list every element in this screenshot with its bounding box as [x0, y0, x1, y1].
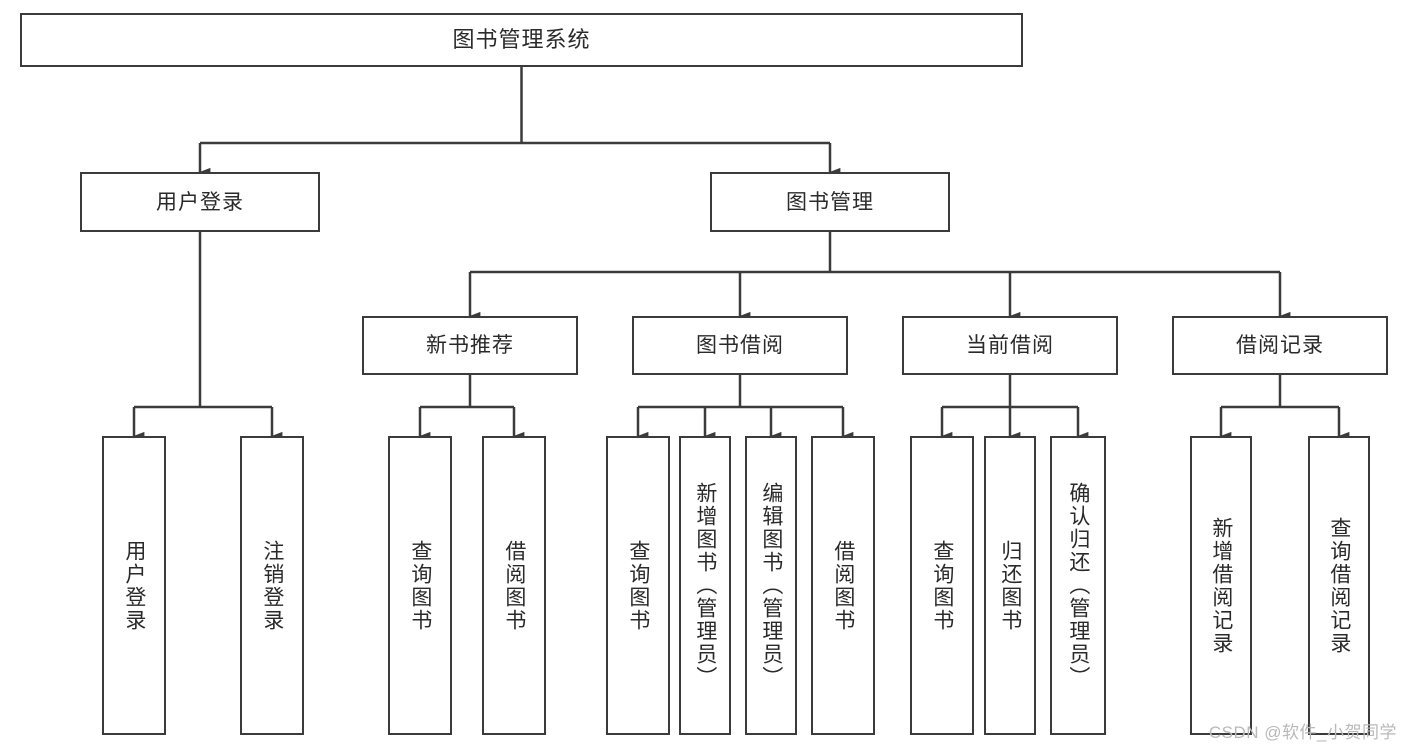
node-label: 归还图书	[998, 539, 1022, 632]
leaf-query-book-current[interactable]: 查询图书	[910, 436, 974, 735]
node-book-management[interactable]: 图书管理	[710, 172, 950, 232]
leaf-add-borrow-record[interactable]: 新增借阅记录	[1190, 436, 1252, 735]
node-label: 图书管理系统	[452, 27, 591, 52]
leaf-add-book-admin[interactable]: 新增图书（管理员）	[679, 436, 731, 735]
node-root[interactable]: 图书管理系统	[20, 13, 1023, 67]
node-label: 图书借阅	[696, 334, 784, 357]
node-user-login[interactable]: 用户登录	[80, 172, 320, 232]
node-label: 确认归还（管理员）	[1066, 482, 1090, 689]
leaf-user-login[interactable]: 用户登录	[102, 436, 166, 735]
leaf-return-book[interactable]: 归还图书	[984, 436, 1036, 735]
leaf-borrow-book[interactable]: 借阅图书	[811, 436, 875, 735]
node-label: 查询借阅记录	[1327, 516, 1351, 655]
leaf-borrow-book-recommend[interactable]: 借阅图书	[482, 436, 546, 735]
node-label: 查询图书	[930, 539, 954, 632]
node-label: 编辑图书（管理员）	[759, 482, 783, 689]
leaf-user-logout[interactable]: 注销登录	[240, 436, 304, 735]
node-label: 新增借阅记录	[1209, 516, 1233, 655]
node-label: 借阅记录	[1236, 334, 1324, 357]
node-label: 图书管理	[786, 190, 874, 214]
leaf-query-book[interactable]: 查询图书	[606, 436, 670, 735]
node-label: 借阅图书	[831, 539, 855, 632]
node-label: 新书推荐	[426, 334, 514, 357]
csdn-watermark: CSDN @软件_小贺同学	[1208, 723, 1397, 742]
leaf-query-book-recommend[interactable]: 查询图书	[388, 436, 452, 735]
connector-lines	[132, 67, 1350, 441]
node-label: 注销登录	[260, 539, 284, 632]
node-label: 新增图书（管理员）	[693, 482, 717, 689]
node-label: 查询图书	[408, 539, 432, 632]
node-book-borrow[interactable]: 图书借阅	[632, 316, 848, 375]
node-label: 借阅图书	[502, 539, 526, 632]
node-label: 用户登录	[156, 190, 244, 214]
leaf-confirm-return-admin[interactable]: 确认归还（管理员）	[1050, 436, 1106, 735]
node-borrow-record[interactable]: 借阅记录	[1172, 316, 1388, 375]
node-label: 当前借阅	[966, 334, 1054, 357]
node-current-borrow[interactable]: 当前借阅	[902, 316, 1118, 375]
node-label: 用户登录	[122, 539, 146, 632]
leaf-query-borrow-record[interactable]: 查询借阅记录	[1308, 436, 1370, 735]
node-new-book-recommend[interactable]: 新书推荐	[362, 316, 578, 375]
node-label: 查询图书	[626, 539, 650, 632]
leaf-edit-book-admin[interactable]: 编辑图书（管理员）	[745, 436, 797, 735]
